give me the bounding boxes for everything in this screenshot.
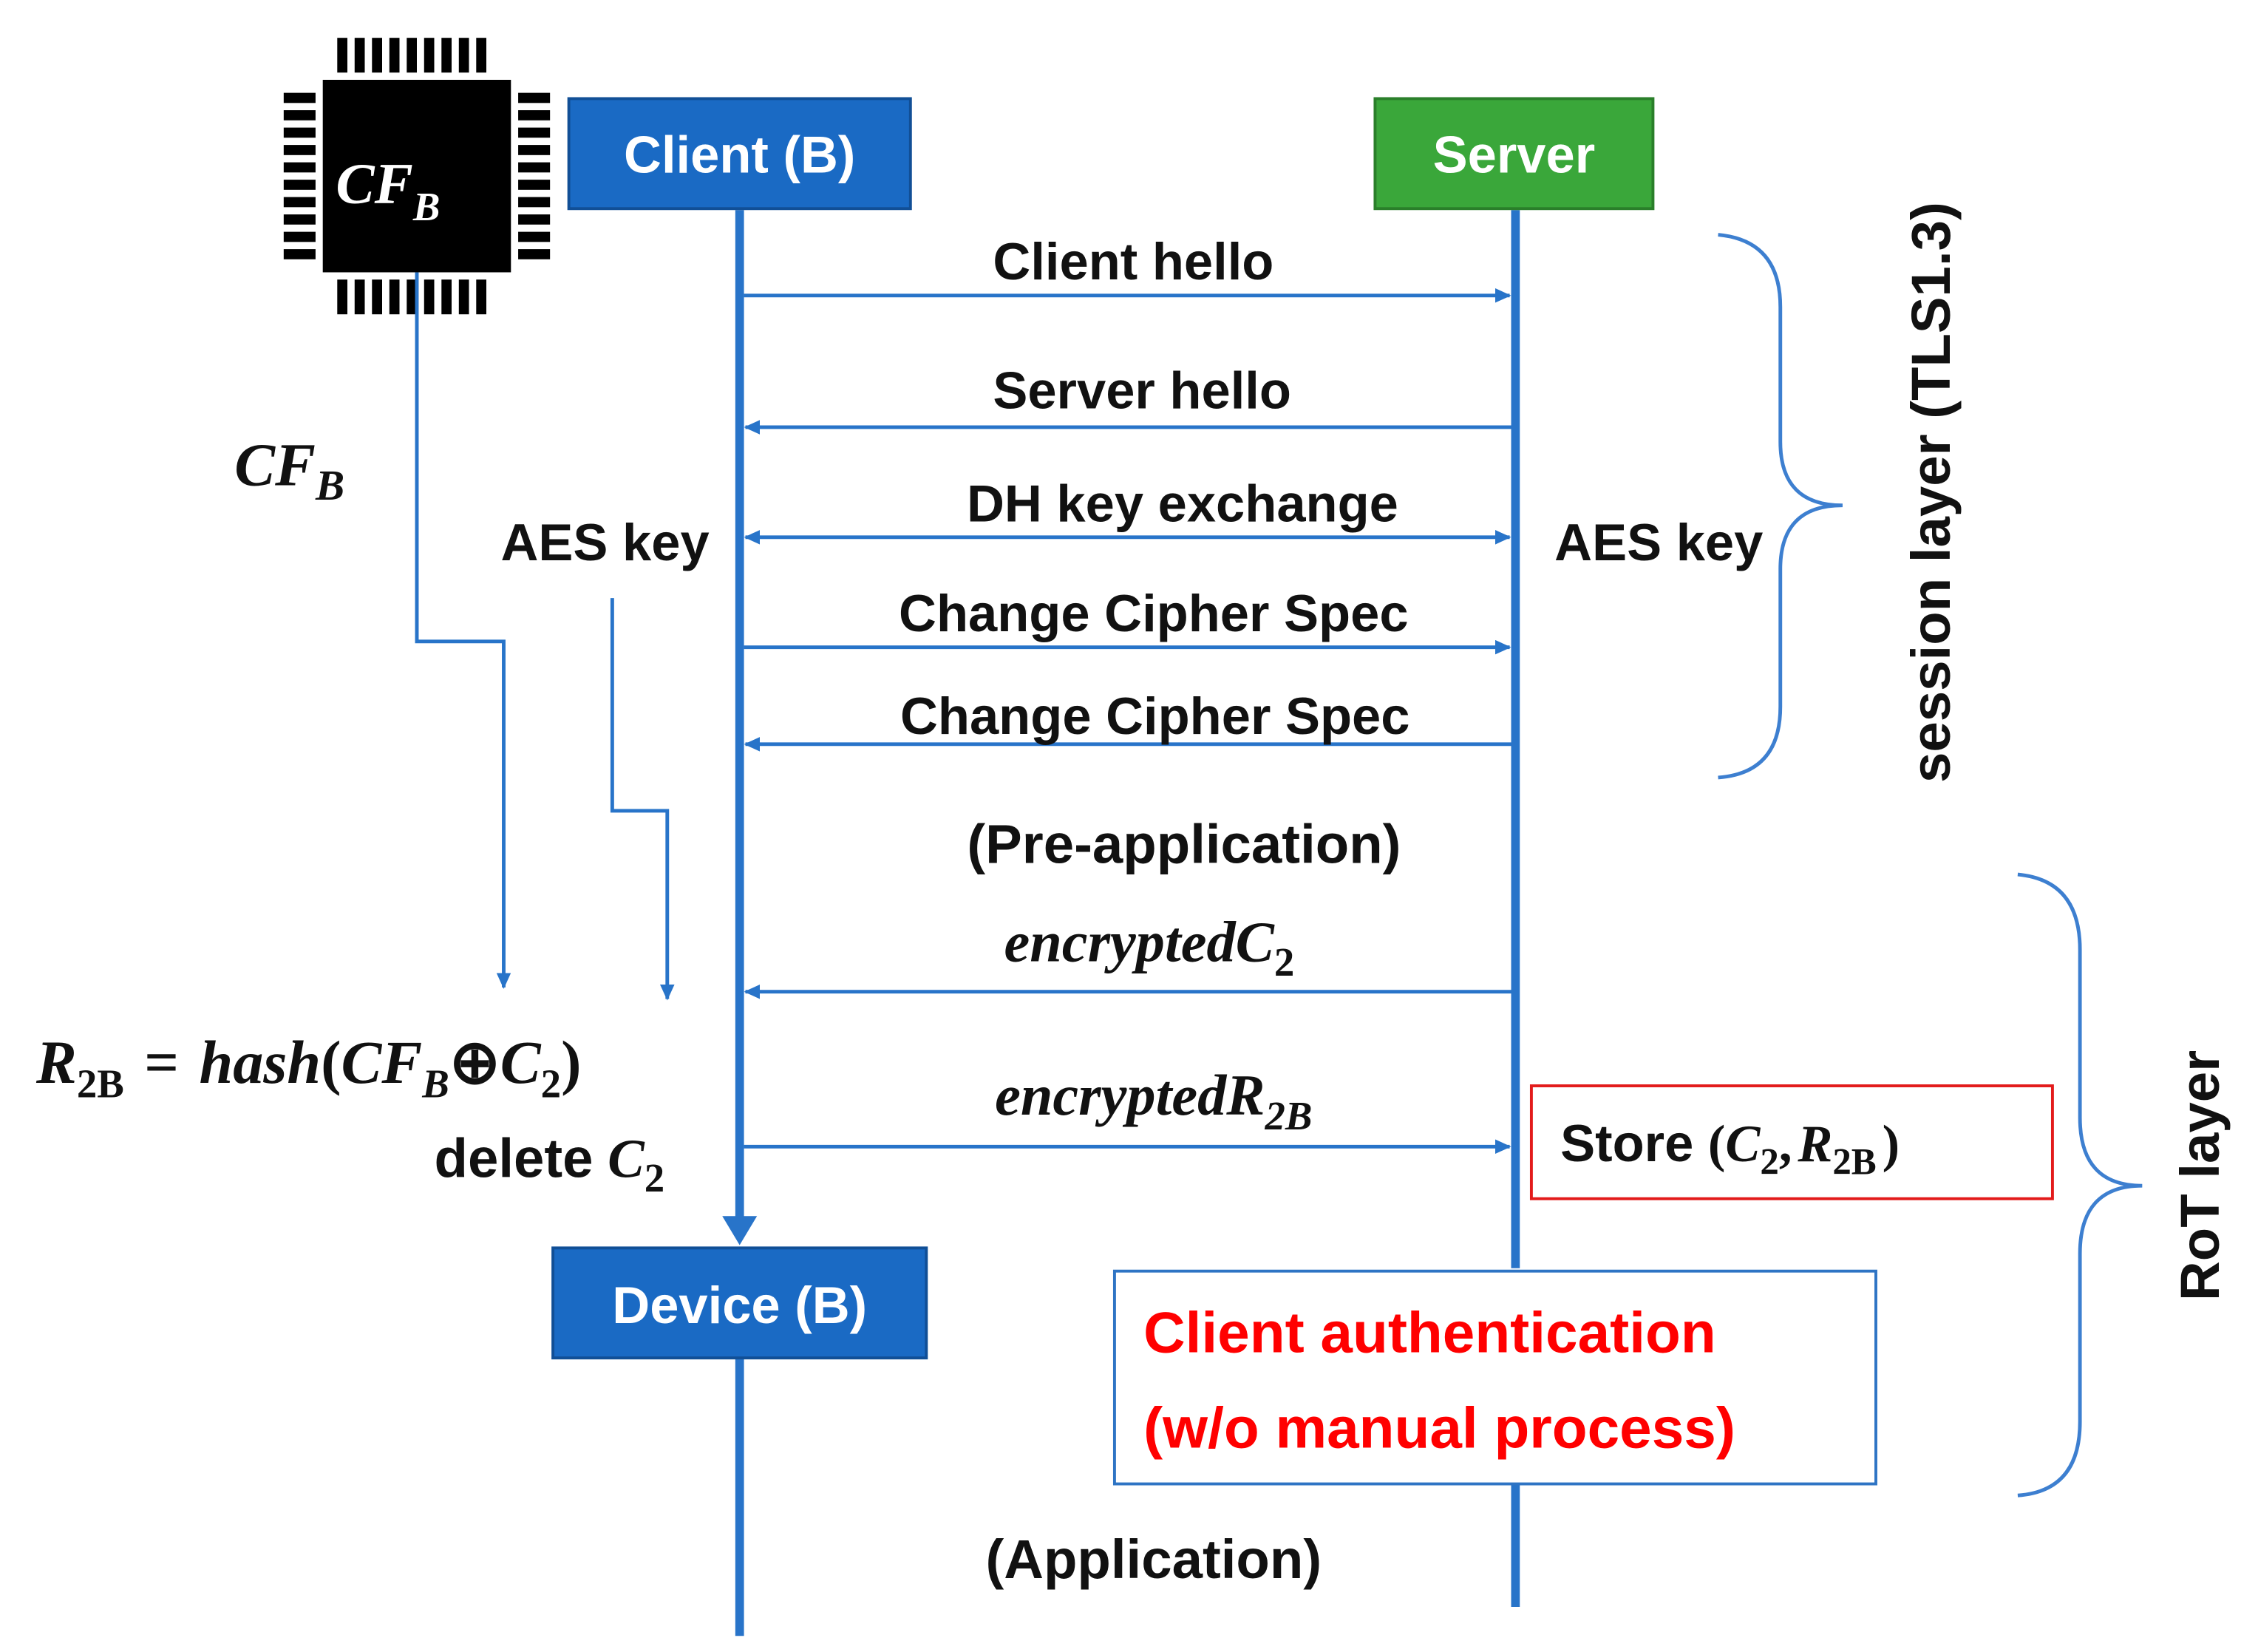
auth-line-2: (w/o manual process) (1143, 1396, 1735, 1461)
aes-key-flow-line (610, 598, 675, 1001)
store-box: Store(C2,R2B) (1529, 1084, 2054, 1200)
application-label: (Application) (985, 1529, 1322, 1590)
device-label: Device (B) (612, 1276, 867, 1334)
server-participant-box: Server (1373, 97, 1655, 211)
cfb-flow-label: CFB (234, 431, 344, 509)
client-lifeline-arrowhead (722, 1216, 758, 1245)
device-participant-box: Device (B) (551, 1246, 928, 1360)
pre-application-label: (Pre-application) (967, 813, 1401, 874)
encrypted-c2-label: encryptedC2 (1004, 910, 1294, 985)
client-label: Client (B) (624, 125, 855, 183)
client-aes-key-label: AES key (500, 513, 709, 571)
server-hello-label: Server hello (993, 361, 1291, 420)
change-cipher-spec-server-label: Change Cipher Spec (900, 687, 1409, 745)
chip-label: CFB (336, 151, 440, 229)
store-label: Store(C2,R2B) (1560, 1114, 1900, 1183)
auth-line-1: Client authentication (1143, 1299, 1716, 1364)
client-participant-box: Client (B) (567, 97, 912, 211)
r2b-hash-formula: R2B=hash(CFB⊕C2) (35, 1029, 582, 1107)
chip-icon: CFB (283, 38, 551, 315)
dh-key-exchange-label: DH key exchange (967, 474, 1398, 532)
server-label: Server (1433, 125, 1596, 183)
cfb-flow-line (415, 272, 511, 989)
client-hello-label: Client hello (993, 232, 1273, 290)
session-layer-label: session layer (TLS1.3) (1900, 202, 1962, 783)
client-authentication-box: Client authentication (w/o manual proces… (1112, 1269, 1877, 1486)
rot-layer-brace (2017, 872, 2143, 1498)
change-cipher-spec-client-label: Change Cipher Spec (899, 584, 1408, 642)
server-aes-key-label: AES key (1554, 513, 1763, 571)
session-layer-brace (1718, 233, 1843, 780)
rot-layer-label: RoT layer (2169, 1050, 2231, 1301)
encrypted-r2b-label: encryptedR2B (995, 1063, 1312, 1138)
